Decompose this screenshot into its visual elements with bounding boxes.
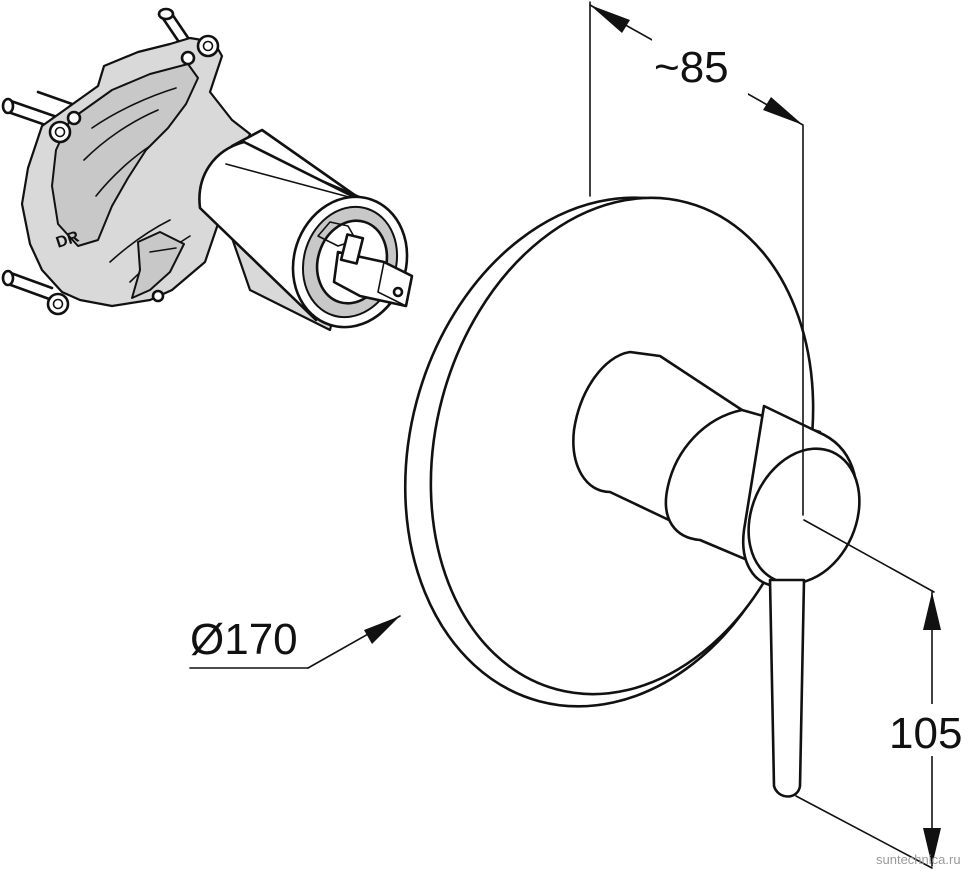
valve-marking: DR (54, 228, 82, 251)
diameter-label: Ø170 (190, 615, 298, 664)
concealed-valve-body: DR (1, 7, 414, 332)
dimension-depth: ~85 (589, 1, 804, 516)
depth-label: ~85 (654, 43, 729, 92)
mounting-lugs (46, 34, 220, 316)
lever (768, 578, 806, 798)
dimension-diameter: Ø170 (189, 615, 401, 669)
dimension-height: 105 (795, 519, 970, 869)
height-label: 105 (889, 709, 962, 758)
watermark: suntechnica.ru (876, 852, 961, 867)
cartridge (198, 128, 414, 332)
trim-assembly (403, 196, 861, 798)
mounting-rods (1, 7, 197, 302)
